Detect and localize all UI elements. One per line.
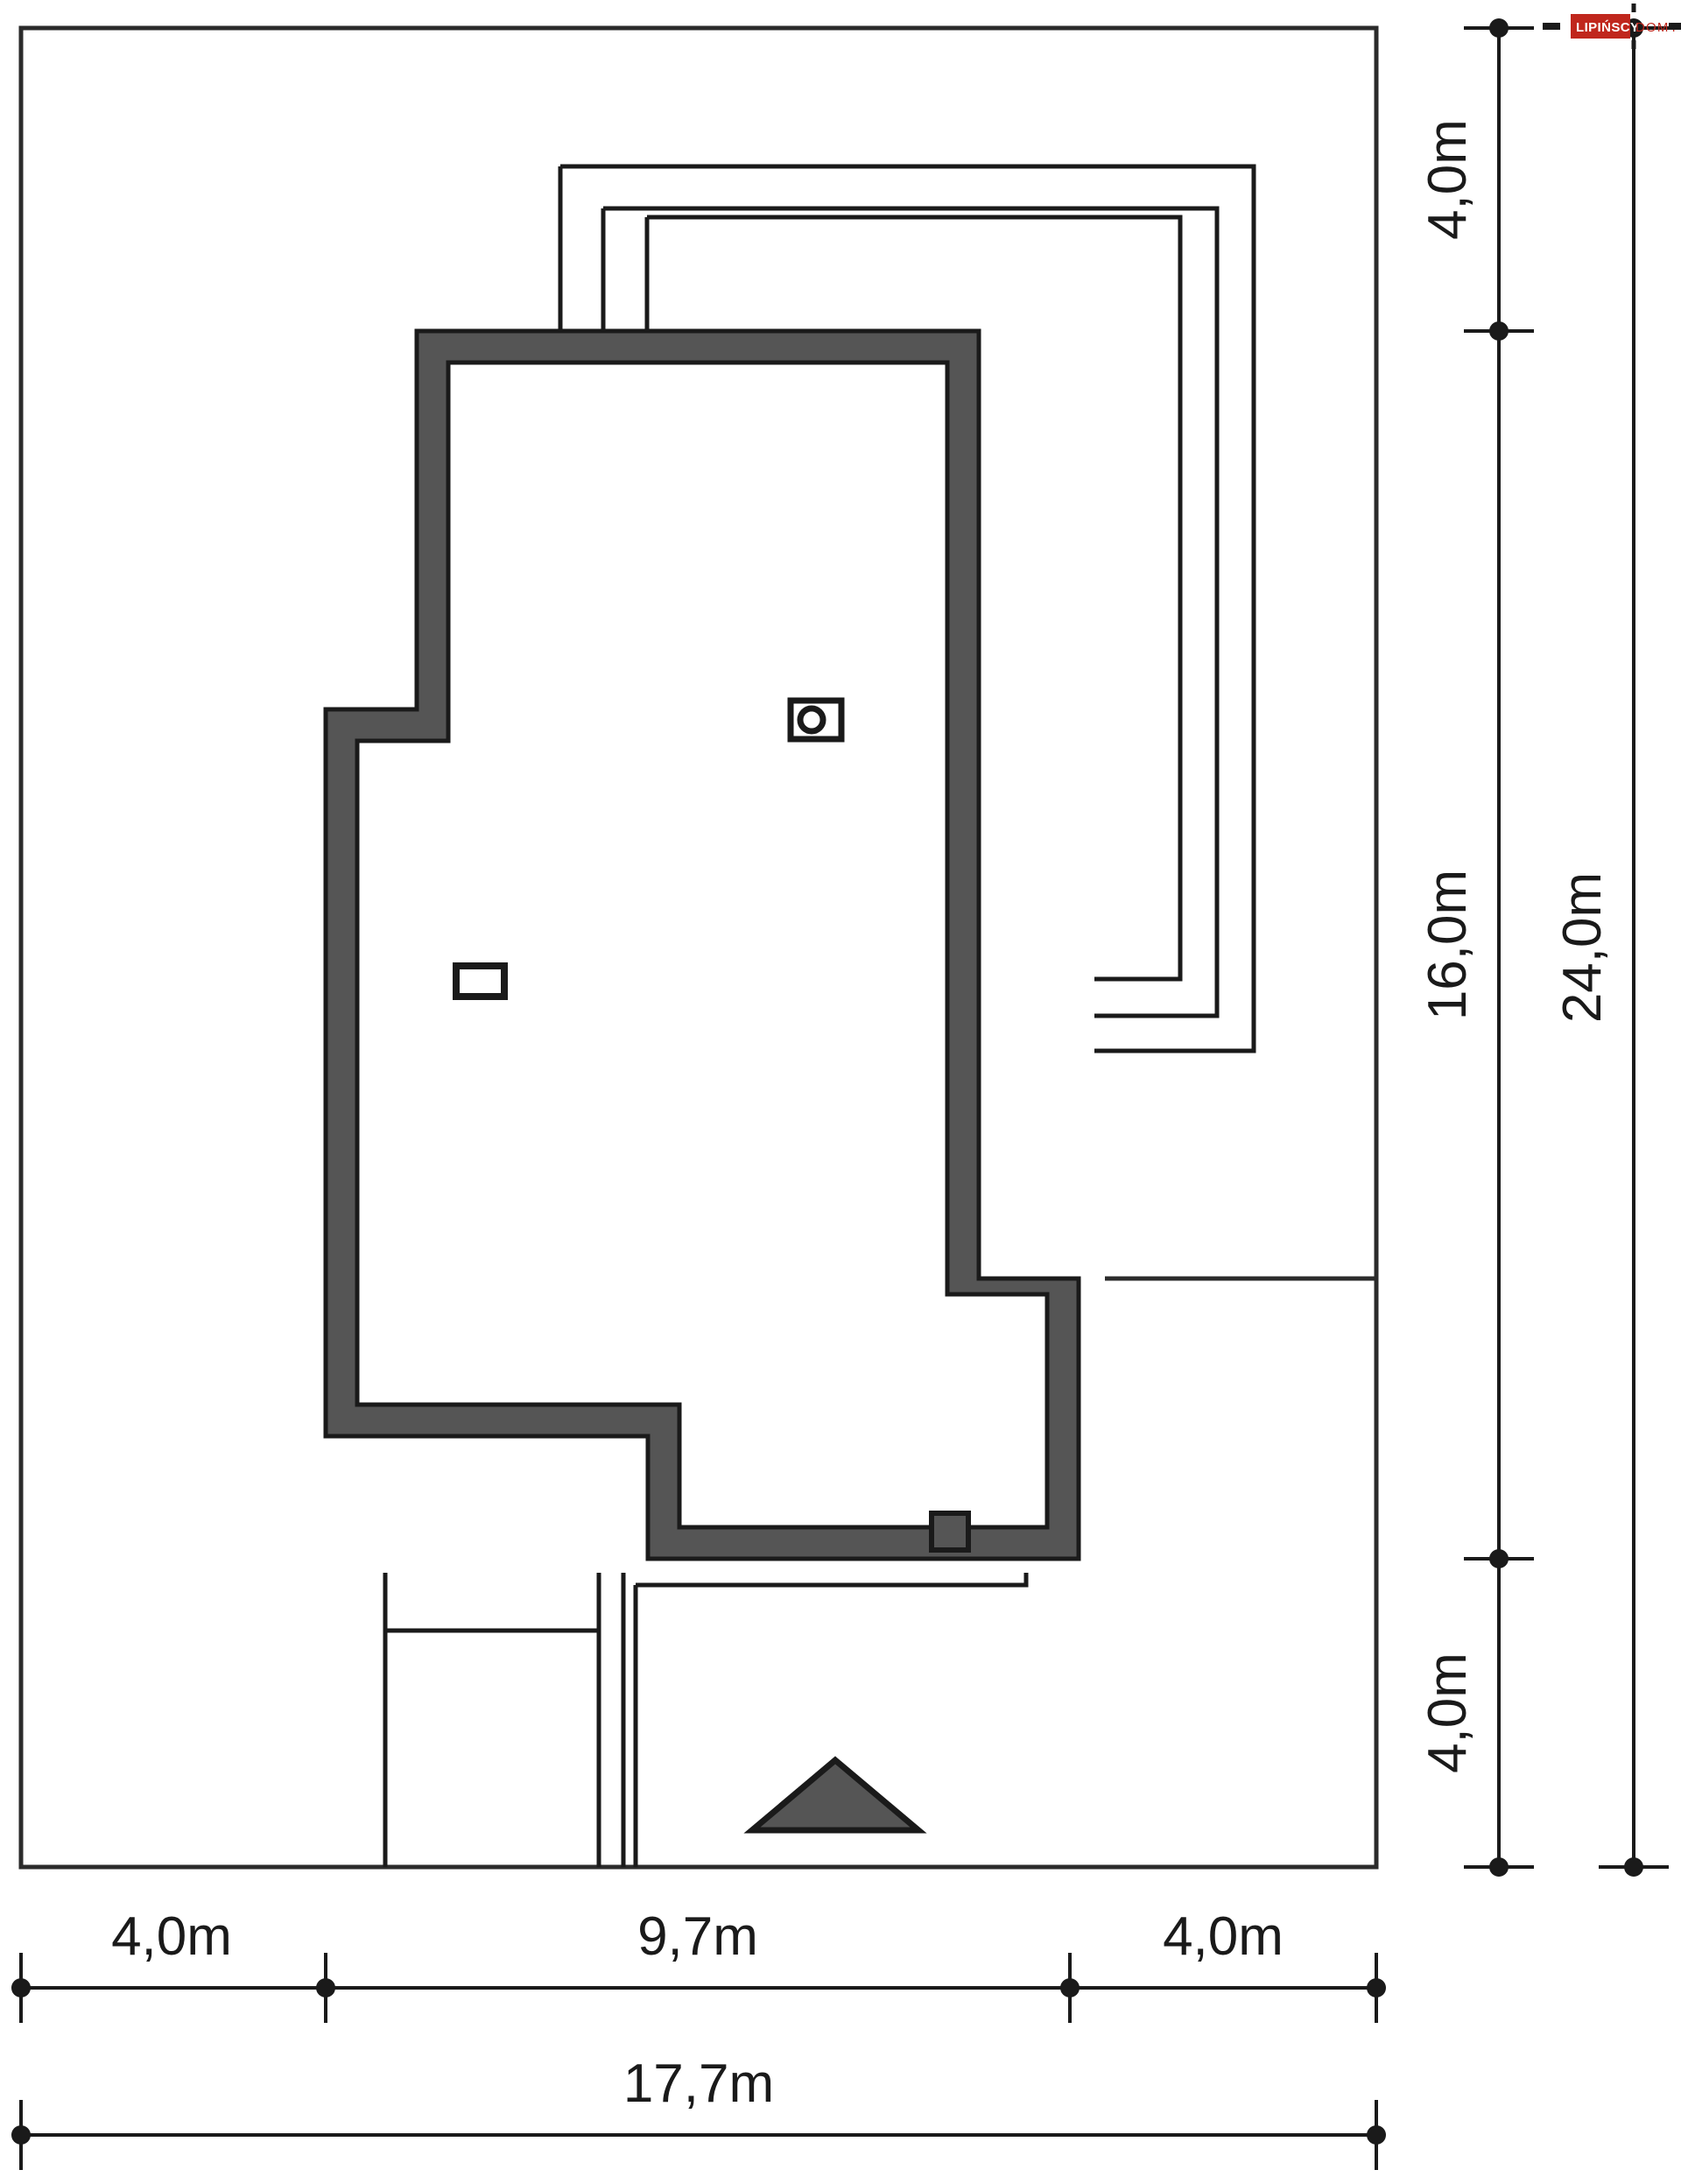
dimension-label-setback-right: 4,0m xyxy=(1163,1906,1284,1967)
bottom-total-dimension: 17,7m xyxy=(11,2054,1386,2170)
overlay-terrace-left-legs xyxy=(558,166,650,331)
dimension-label-setback-bottom: 4,0m xyxy=(1417,1652,1478,1773)
dimension-label-plot-width-total: 17,7m xyxy=(623,2054,774,2114)
chimney-icon xyxy=(787,697,845,743)
logo-brand-secondary: DOMY xyxy=(1635,20,1679,35)
logo-brand-primary: LIPIŃSCY xyxy=(1576,20,1639,35)
dimension-label-setback-left: 4,0m xyxy=(111,1906,232,1967)
plot-boundary xyxy=(18,25,1379,1870)
logo-red-badge xyxy=(1571,14,1630,39)
dimension-label-plot-depth-total: 24,0m xyxy=(1552,872,1613,1023)
right-total-dimension: 24,0m xyxy=(1552,18,1669,1877)
right-dimension-chain: 4,0m 16,0m 4,0m xyxy=(1417,18,1534,1877)
driveway-lines xyxy=(383,1534,638,1867)
roof-vent-icon xyxy=(453,962,508,1000)
dimension-label-setback-top: 4,0m xyxy=(1417,119,1478,240)
bottom-dimension-chain: 4,0m 9,7m 4,0m xyxy=(11,1906,1386,2023)
building xyxy=(323,328,1081,1561)
brand-logo[interactable]: LIPIŃSCY DOMY xyxy=(1543,4,1681,49)
dimension-label-building-width: 9,7m xyxy=(637,1906,758,1967)
support-column-icon xyxy=(929,1511,971,1553)
entrance-direction-arrow-icon xyxy=(743,1756,927,1834)
dimension-label-building-depth: 16,0m xyxy=(1417,870,1478,1020)
